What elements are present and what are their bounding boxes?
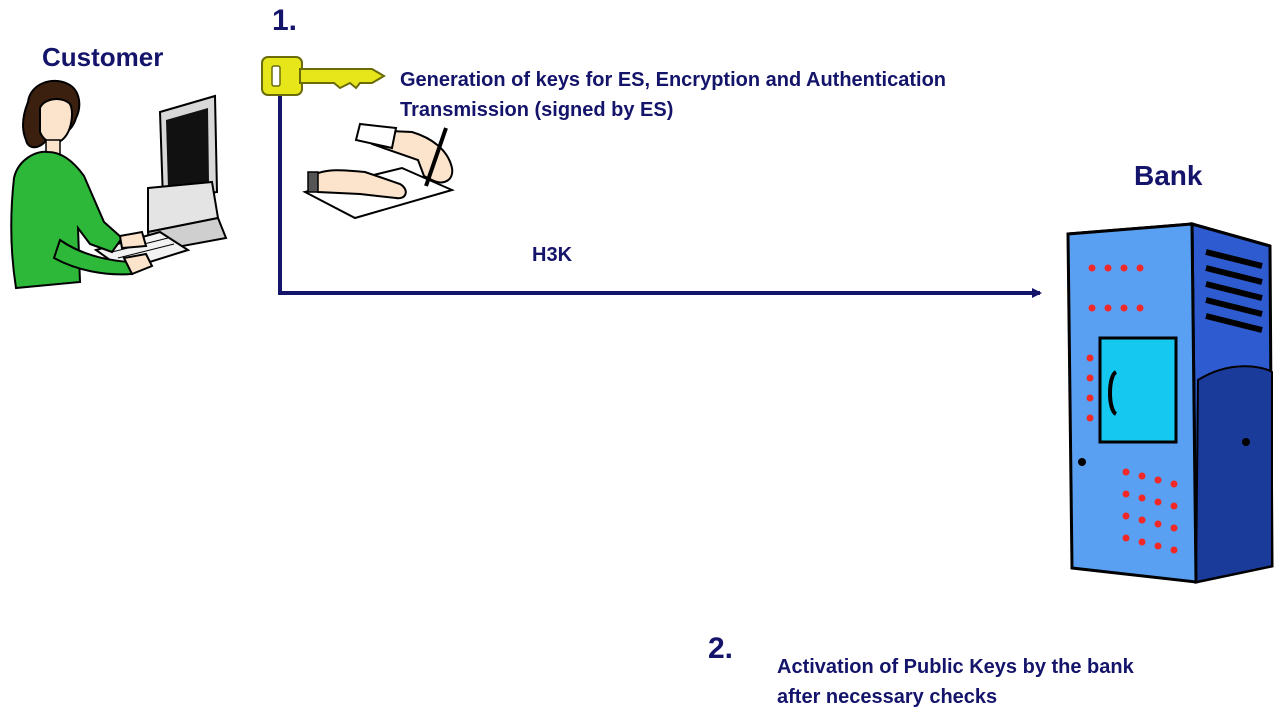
step-1-number: 1. <box>272 4 298 37</box>
step-2-description: Activation of Public Keys by the bank af… <box>777 652 1134 712</box>
step-2-line-2: after necessary checks <box>777 686 998 708</box>
key-icon <box>261 56 386 96</box>
signing-hands-icon <box>302 122 455 220</box>
step-1-line-1: Generation of keys for ES, Encryption an… <box>400 69 946 91</box>
step-2-line-1: Activation of Public Keys by the bank <box>777 656 1134 678</box>
step-1-line-2: Transmission (signed by ES) <box>400 99 674 121</box>
step-1-description: Generation of keys for ES, Encryption an… <box>400 65 946 125</box>
bank-server-icon <box>1066 222 1274 584</box>
channel-label: H3K <box>532 244 573 266</box>
customer-person-icon <box>10 79 228 290</box>
flow-arrow <box>278 90 1042 298</box>
bank-label: Bank <box>1134 160 1203 191</box>
step-2-number: 2. <box>708 632 734 665</box>
customer-label: Customer <box>42 42 164 72</box>
